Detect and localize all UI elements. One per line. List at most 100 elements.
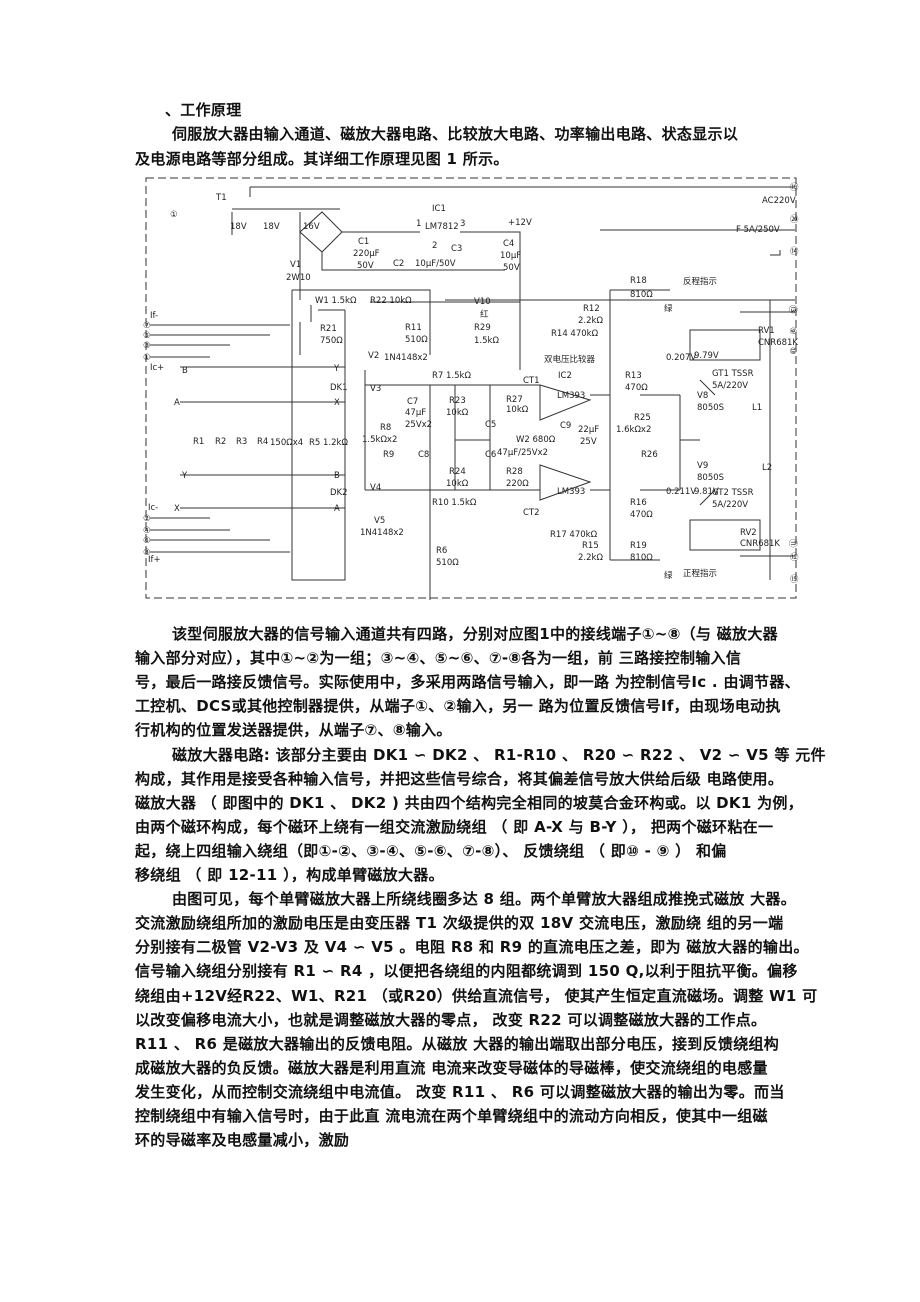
diagram-label: V8	[697, 391, 708, 401]
diagram-label: 25V	[580, 437, 597, 447]
diagram-label: 1.6kΩx2	[616, 425, 651, 435]
diagram-label: ④	[143, 526, 151, 536]
diagram-label: R27	[506, 395, 523, 405]
diagram-label: ⑨	[787, 327, 797, 335]
diagram-label: R17 470kΩ	[550, 530, 598, 540]
diagram-label: V1	[290, 260, 301, 270]
diagram-label: Y	[181, 471, 188, 481]
diagram-label: +12V	[508, 218, 532, 228]
diagram-label: ①	[170, 210, 178, 220]
diagram-label: 16V	[303, 222, 320, 232]
diagram-label: LM7812	[425, 222, 459, 232]
diagram-label: 5A/220V	[712, 500, 748, 510]
diagram-label: If-	[150, 311, 158, 321]
diagram-label: B	[334, 471, 340, 481]
diagram-label: LM393	[557, 391, 585, 401]
diagram-label: V10	[474, 297, 491, 307]
paragraph-line: 号，最后一路接反馈信号。实际使用中，多采用两路信号输入，即一路 为控制信号Ic …	[135, 673, 800, 692]
diagram-label: C7	[407, 397, 418, 407]
diagram-label: 810Ω	[630, 290, 653, 300]
diagram-label: B	[182, 366, 188, 376]
diagram-label: IC1	[432, 204, 446, 214]
diagram-label: R22 10kΩ	[370, 296, 412, 306]
diagram-label: T1	[215, 193, 227, 203]
paragraph-line: 输入部分对应），其中①~②为一组；③~④、⑤~⑥、⑦-⑧各为一组，前 三路接控制…	[135, 649, 742, 668]
intro-line: 伺服放大器由输入通道、磁放大器电路、比较放大电路、功率输出电路、状态显示以	[172, 125, 739, 143]
diagram-label: ⑳	[790, 215, 799, 225]
diagram-label: 8050S	[697, 473, 724, 483]
diagram-label: V5	[374, 516, 385, 526]
diagram-label: V3	[370, 384, 381, 394]
diagram-label: R1	[193, 437, 204, 447]
paragraph-line: 控制绕组中有输入信号时，由于此直 流电流在两个单臂绕组中的流动方向相反，使其中一…	[135, 1107, 768, 1125]
paragraph-line: R11 、 R6 是磁放大器输出的反馈电阻。从磁放 大器的输出端取出部分电压，接…	[135, 1034, 780, 1053]
paragraph-line: 移绕组 （ 即 12-11 ），构成单臂磁放大器。	[135, 866, 444, 884]
diagram-label: X	[174, 504, 180, 514]
diagram-label: R25	[634, 413, 651, 423]
diagram-label: 2	[432, 241, 437, 251]
diagram-label: V2	[368, 351, 379, 361]
diagram-label: R14 470kΩ	[551, 329, 599, 339]
diagram-label: 470Ω	[625, 383, 648, 393]
diagram-label: 3	[460, 219, 465, 229]
diagram-label: F 5A/250V	[736, 225, 780, 235]
diagram-label: 10kΩ	[446, 408, 469, 418]
diagram-label: V9	[697, 461, 708, 471]
diagram-label: 10kΩ	[446, 479, 469, 489]
diagram-label: IC2	[558, 371, 572, 381]
diagram-label: 绿	[664, 570, 673, 581]
diagram-label: R19	[630, 541, 647, 551]
intro-line: 及电源电路等部分组成。其详细工作原理见图 1 所示。	[135, 150, 509, 168]
diagram-label: A	[174, 398, 180, 408]
diagram-label: R12	[583, 304, 600, 314]
paragraph-line: 磁放大器电路: 该部分主要由 DK1 ∽ DK2 、 R1-R10 、 R20 …	[172, 745, 826, 764]
diagram-label: R8	[380, 423, 391, 433]
diagram-border	[145, 177, 797, 599]
diagram-label: 510Ω	[405, 335, 428, 345]
diagram-label: If+	[148, 555, 161, 565]
diagram-label: GT1 TSSR	[712, 369, 754, 379]
diagram-label: AC220V	[762, 196, 796, 206]
diagram-label: C8	[418, 450, 429, 460]
paragraph-line: 成磁放大器的负反馈。磁放大器是利用直流 电流来改变导磁体的导磁棒，使交流绕组的电…	[135, 1058, 768, 1077]
diagram-label: 2W10	[286, 273, 311, 283]
diagram-label: ⑬	[787, 305, 797, 314]
paragraph-line: 起，绕上四组输入绕组（即①-②、③-④、⑤-⑥、⑦-⑧）、 反馈绕组 （ 即⑩ …	[135, 841, 727, 860]
diagram-label: L1	[752, 403, 762, 413]
diagram-label: 470Ω	[630, 510, 653, 520]
diagram-label: 810Ω	[630, 553, 653, 563]
paragraph-line: 环的导磁率及电感量减小，激励	[135, 1131, 350, 1150]
diagram-label: ⑮	[790, 575, 799, 585]
diagram-label: 5A/220V	[712, 381, 748, 391]
diagram-label: R10 1.5kΩ	[432, 498, 477, 508]
diagram-label: R23	[449, 396, 466, 406]
paragraph-line: 信号输入绕组分别接有 R1 ∽ R4 ，以便把各绕组的内阻都统调到 150 Q,…	[135, 962, 798, 981]
diagram-label: R5 1.2kΩ	[309, 438, 348, 448]
diagram-label: 1.5kΩx2	[362, 435, 397, 445]
diagram-label: R7 1.5kΩ	[432, 371, 471, 381]
diagram-label: R2	[215, 437, 226, 447]
diagram-label: X	[334, 398, 340, 408]
diagram-label: 750Ω	[320, 336, 343, 346]
diagram-label: ③	[143, 341, 151, 351]
paragraph-line: 该型伺服放大器的信号输入通道共有四路，分别对应图1中的接线端子①~⑧（与 磁放大…	[172, 625, 778, 643]
diagram-label: ②	[143, 514, 151, 524]
diagram-label: R29	[474, 323, 491, 333]
diagram-label: ⑦	[143, 321, 151, 331]
diagram-label: 2.2kΩ	[578, 316, 603, 326]
diagram-label: ⑲	[790, 183, 799, 193]
diagram-label: Y	[333, 364, 340, 374]
diagram-label: CT2	[523, 508, 540, 518]
diagram-label: W2 680Ω	[516, 435, 556, 445]
diagram-label: 25Vx2	[405, 420, 432, 430]
diagram-label: 10μF/50V	[415, 259, 456, 269]
diagram-label: R21	[320, 324, 337, 334]
diagram-label: 220Ω	[506, 479, 529, 489]
diagram-label: 50V	[503, 263, 520, 273]
diagram-label: C3	[451, 244, 462, 254]
diagram-label: A	[334, 504, 340, 514]
diagram-label: R16	[630, 498, 647, 508]
diagram-label: RV2	[740, 528, 757, 538]
